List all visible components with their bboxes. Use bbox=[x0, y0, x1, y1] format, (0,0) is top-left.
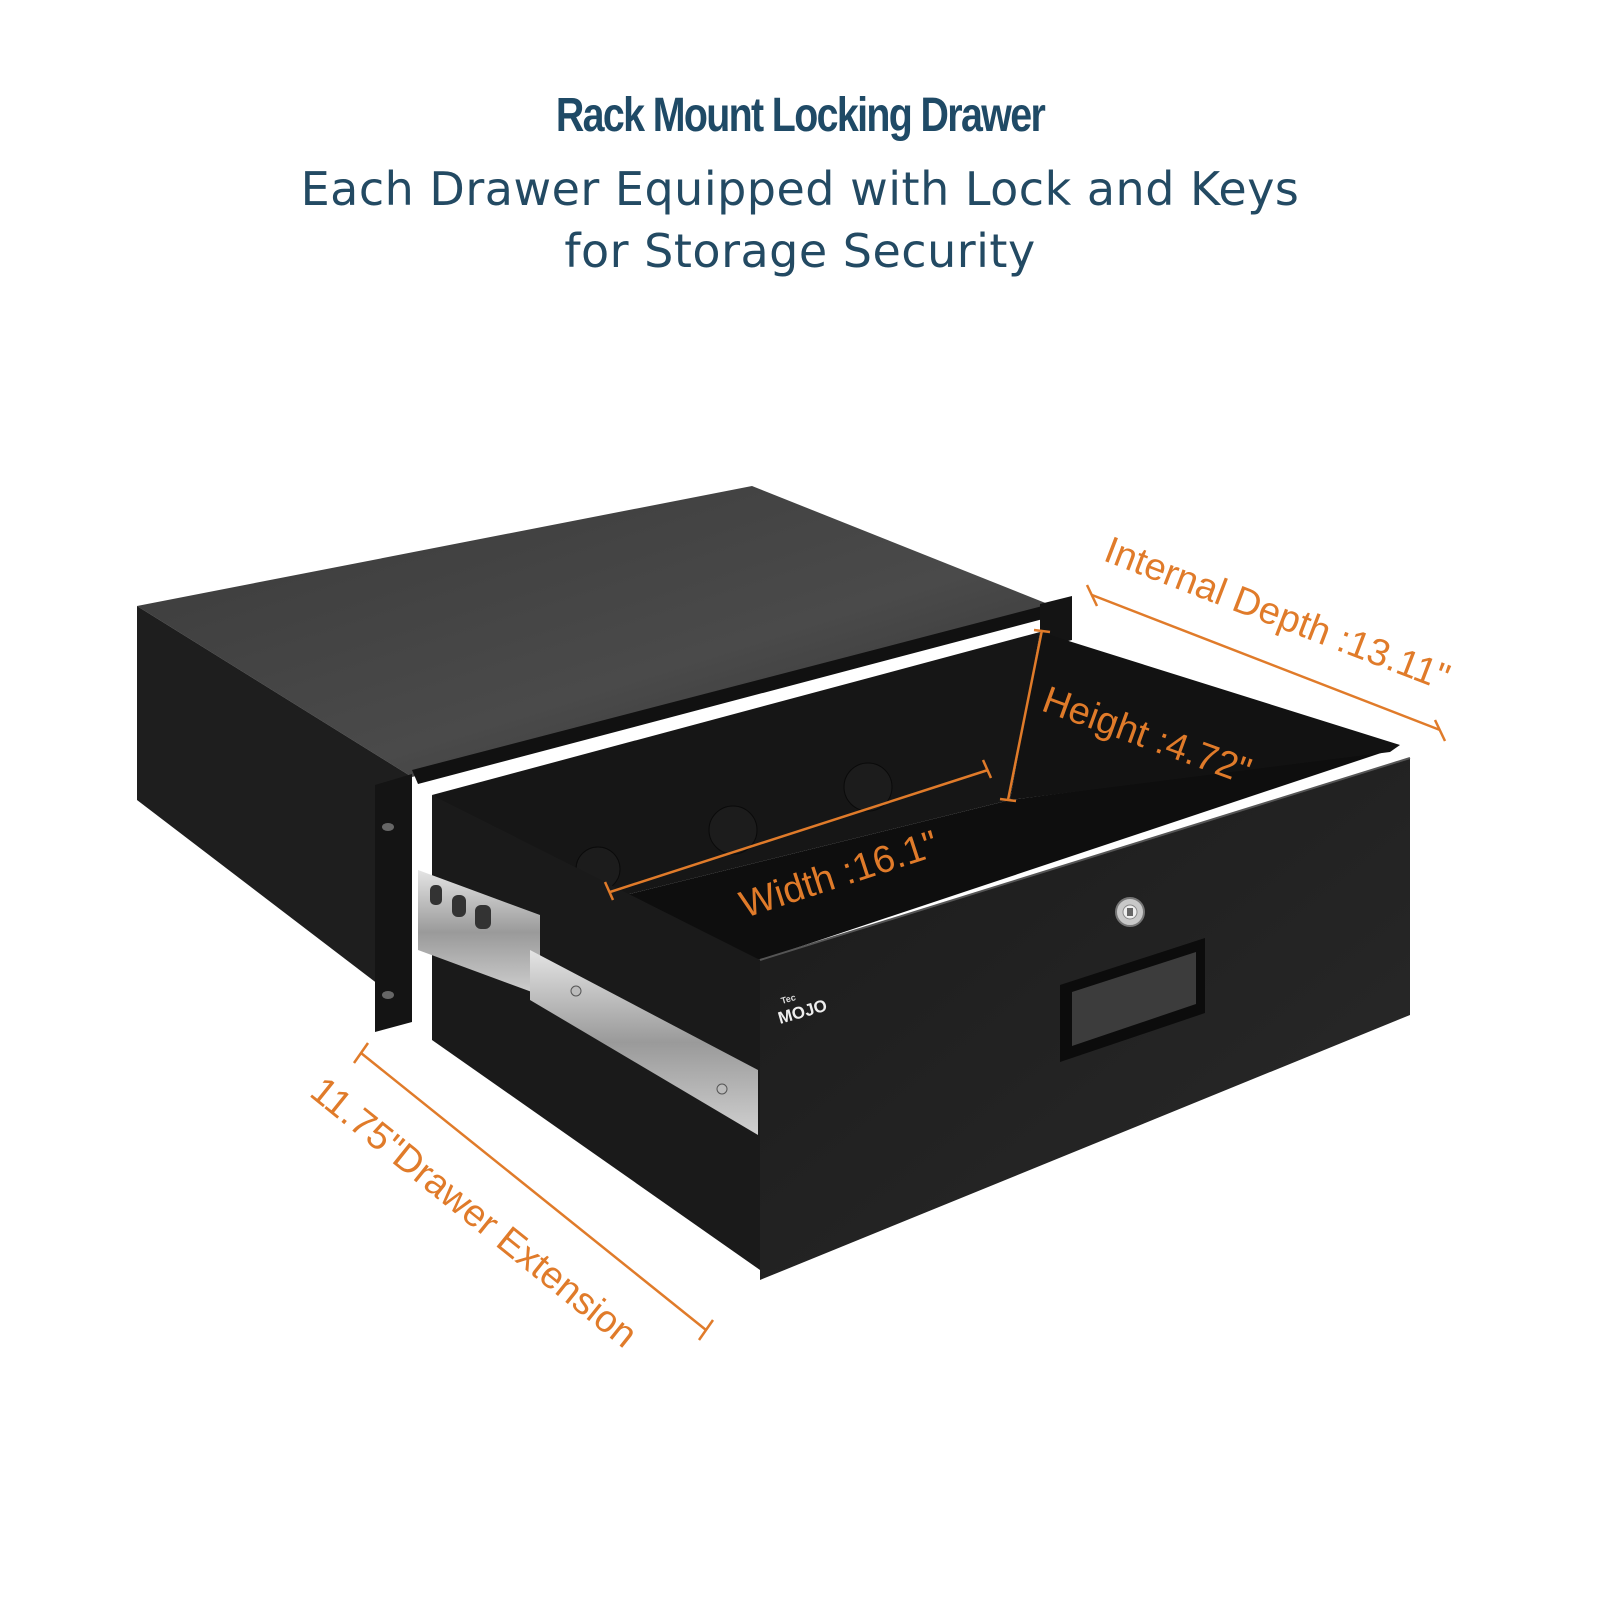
lock-icon bbox=[1115, 897, 1145, 927]
knockout-plug bbox=[708, 805, 758, 855]
drawer-back-wall bbox=[432, 632, 1040, 900]
rack-cabinet bbox=[137, 486, 1072, 1032]
rack-ear-hole bbox=[382, 991, 394, 999]
cabinet-top-lip bbox=[412, 602, 1062, 784]
drawer-front: Tec MOJO bbox=[759, 757, 1411, 1280]
cabinet-left-side bbox=[137, 606, 412, 1010]
drawer-interior bbox=[432, 632, 1400, 960]
subtitle-line-2: for Storage Security bbox=[564, 224, 1036, 278]
page-title: Rack Mount Locking Drawer bbox=[555, 89, 1046, 142]
dimension-drawer-extension bbox=[352, 1042, 715, 1341]
subtitle-line-1: Each Drawer Equipped with Lock and Keys bbox=[300, 162, 1300, 216]
rail-slot bbox=[475, 905, 491, 929]
drawer-handle bbox=[1060, 938, 1205, 1062]
dimension-internal-depth bbox=[1085, 584, 1447, 742]
knockout-plug bbox=[843, 762, 893, 812]
slide-rail-outer bbox=[418, 870, 540, 995]
drawer-front-top-edge bbox=[759, 757, 1411, 961]
dimension-width bbox=[603, 759, 993, 901]
drawer-side bbox=[418, 795, 760, 1270]
rail-screw bbox=[570, 985, 582, 997]
rail-slot bbox=[452, 895, 466, 917]
rail-slot bbox=[430, 885, 442, 905]
rack-ear-left bbox=[375, 774, 412, 1032]
drawer-right-wall bbox=[1010, 632, 1400, 800]
brand-badge-top: Tec bbox=[780, 992, 797, 1006]
dimension-height bbox=[999, 628, 1051, 803]
cabinet-top bbox=[137, 486, 1058, 777]
slide-rail-inner bbox=[530, 950, 758, 1135]
drawer-floor bbox=[605, 750, 1390, 960]
rack-ear-hole bbox=[382, 823, 394, 831]
rail-screw bbox=[716, 1083, 728, 1095]
